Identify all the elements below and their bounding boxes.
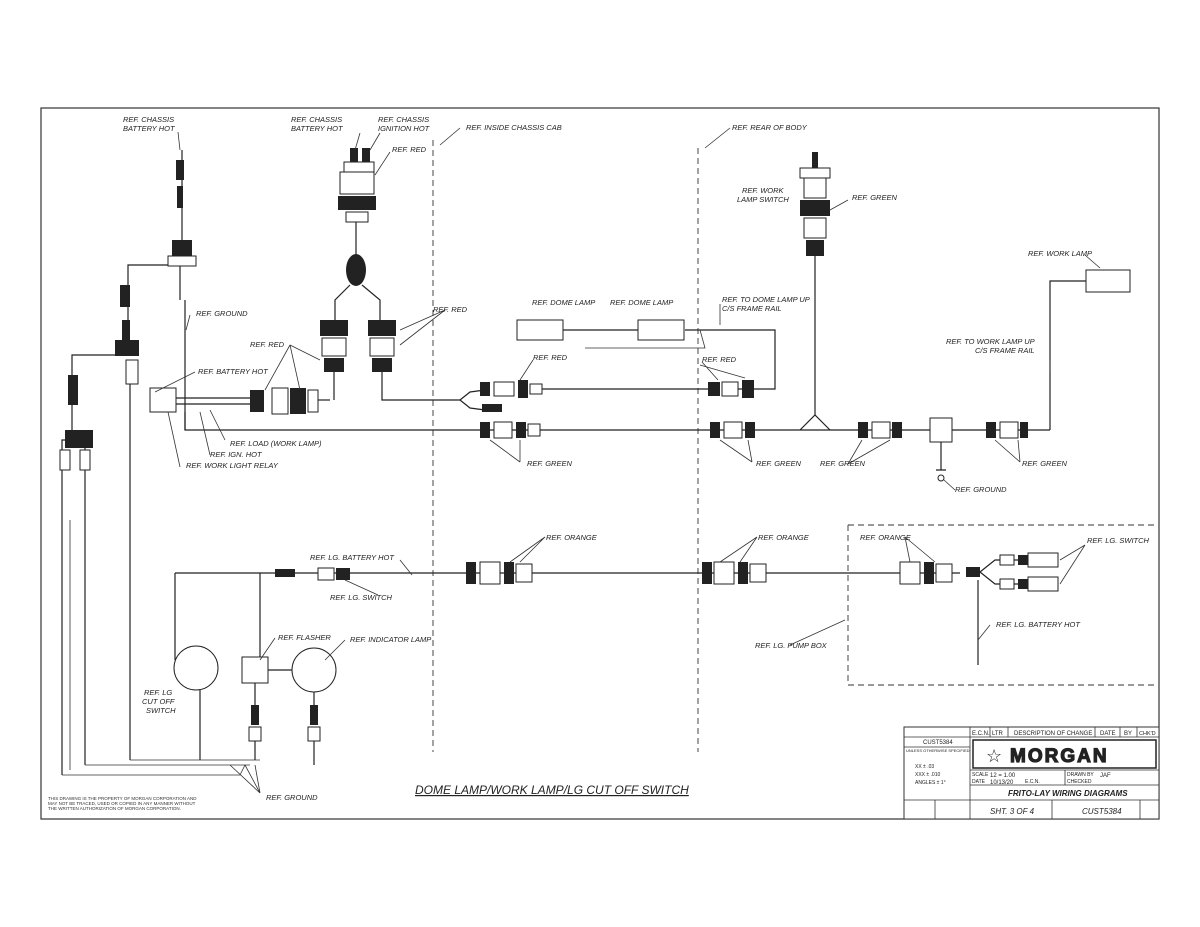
label-green-d: REF. GREEN <box>1022 459 1067 468</box>
lg-harness <box>174 552 1059 665</box>
label-green-c: REF. GREEN <box>820 459 865 468</box>
label-red-center: REF. RED <box>533 353 568 362</box>
tb-header-ecn: E.C.N. <box>972 731 990 737</box>
label-red-mid: REF. RED <box>433 305 468 314</box>
label-dome-lamp-1: REF. DOME LAMP <box>532 298 595 307</box>
tb-header-chkd: CHK'D <box>1139 731 1156 737</box>
red-connectors <box>459 329 776 412</box>
tb-tol-1: XX ± .03 <box>915 764 934 770</box>
label-lg-switch-left: REF. LG. SWITCH <box>330 593 393 602</box>
tb-left-top: CUST5384 <box>923 740 953 746</box>
property-notice: THIS DRAWING IS THE PROPERTY OF MORGAN C… <box>48 796 197 811</box>
label-red-left: REF. RED <box>250 340 285 349</box>
label-red-right: REF. RED <box>702 355 737 364</box>
label-flasher: REF. FLASHER <box>278 633 331 642</box>
label-orange-a: REF. ORANGE <box>546 533 598 542</box>
star-icon: ☆ <box>986 746 1002 766</box>
title-block: E.C.N. LTR DESCRIPTION OF CHANGE DATE BY… <box>903 726 1160 820</box>
work-light-relay <box>149 387 1050 431</box>
tb-header-ltr: LTR <box>992 731 1004 737</box>
label-green-a: REF. GREEN <box>527 459 572 468</box>
dome-lamp-2 <box>637 319 685 341</box>
tb-drawing-no: CUST5384 <box>1082 807 1122 816</box>
notice-container: THIS DRAWING IS THE PROPERTY OF MORGAN C… <box>48 796 197 811</box>
tb-ecn-label: E.C.N. <box>1025 779 1040 785</box>
label-lg-pump-box: REF. LG. PUMP BOX <box>755 641 828 650</box>
left-harness <box>59 150 260 776</box>
label-battery-hot: REF. BATTERY HOT <box>198 367 269 376</box>
label-green-b: REF. GREEN <box>756 459 801 468</box>
tb-date: 10/13/20 <box>990 780 1014 786</box>
tb-header-date: DATE <box>1100 731 1116 737</box>
tb-tol-3: ANGLES ± 1° <box>915 780 946 786</box>
tb-checked-label: CHECKED <box>1067 779 1092 785</box>
morgan-logo: MORGAN <box>1010 746 1109 767</box>
lg-cutoff-group <box>173 645 337 765</box>
label-red-top: REF. RED <box>392 145 427 154</box>
pump-box-outline <box>847 524 1155 686</box>
tb-header-by: BY <box>1124 731 1132 737</box>
green-connectors <box>480 414 1028 482</box>
label-ign-hot: REF. IGN. HOT <box>210 450 263 459</box>
label-indicator-lamp: REF. INDICATOR LAMP <box>350 635 431 644</box>
tb-header-desc: DESCRIPTION OF CHANGE <box>1014 731 1092 737</box>
tb-scale: 12 = 1.00 <box>990 773 1016 779</box>
tb-date-label: DATE <box>972 779 986 785</box>
dome-lamps <box>516 319 685 341</box>
morgan-logo-frame <box>972 739 1157 769</box>
label-inside-cab: REF. INSIDE CHASSIS CAB <box>466 123 562 132</box>
label-orange-b: REF. ORANGE <box>758 533 810 542</box>
tb-tol-2: XXX ± .010 <box>915 772 940 778</box>
label-work-lamp: REF. WORK LAMP <box>1028 249 1092 258</box>
label-rear-body: REF. REAR OF BODY <box>732 123 808 132</box>
label-lg-battery-hot-right: REF. LG. BATTERY HOT <box>996 620 1081 629</box>
tb-scale-label: SCALE <box>972 772 989 778</box>
work-lamp <box>1049 269 1131 430</box>
drawing-title: DOME LAMP/WORK LAMP/LG CUT OFF SWITCH <box>415 783 689 797</box>
label-orange-c: REF. ORANGE <box>860 533 912 542</box>
label-work-light-relay: REF. WORK LIGHT RELAY <box>186 461 279 470</box>
work-lamp-switch <box>799 152 831 415</box>
label-ground-mid: REF. GROUND <box>955 485 1007 494</box>
tb-drawn-by-label: DRAWN BY <box>1067 772 1094 778</box>
flasher <box>241 656 269 684</box>
drawing-border <box>40 107 1160 820</box>
label-lg-battery-hot-left: REF. LG. BATTERY HOT <box>310 553 395 562</box>
junction-box <box>929 417 953 443</box>
tb-drawing-title: FRITO-LAY WIRING DIAGRAMS <box>1008 789 1128 798</box>
label-dome-lamp-2: REF. DOME LAMP <box>610 298 673 307</box>
indicator-lamp <box>291 647 337 693</box>
label-green-switch: REF. GREEN <box>852 193 897 202</box>
label-load-work-lamp: REF. LOAD (WORK LAMP) <box>230 439 322 448</box>
lg-cutoff-switch <box>173 645 219 691</box>
tb-sheet: SHT. 3 OF 4 <box>990 807 1035 816</box>
dome-lamp-1 <box>516 319 564 341</box>
label-lg-switch-right: REF. LG. SWITCH <box>1087 536 1150 545</box>
chassis-connector-stack <box>320 148 460 401</box>
tb-drawn-by: JAF <box>1100 773 1111 779</box>
leader-lines <box>154 127 1101 794</box>
tb-left-mid: UNLESS OTHERWISE SPECIFIED <box>906 748 970 753</box>
label-ground-top: REF. GROUND <box>196 309 248 318</box>
label-ground-bottom: REF. GROUND <box>266 793 318 802</box>
